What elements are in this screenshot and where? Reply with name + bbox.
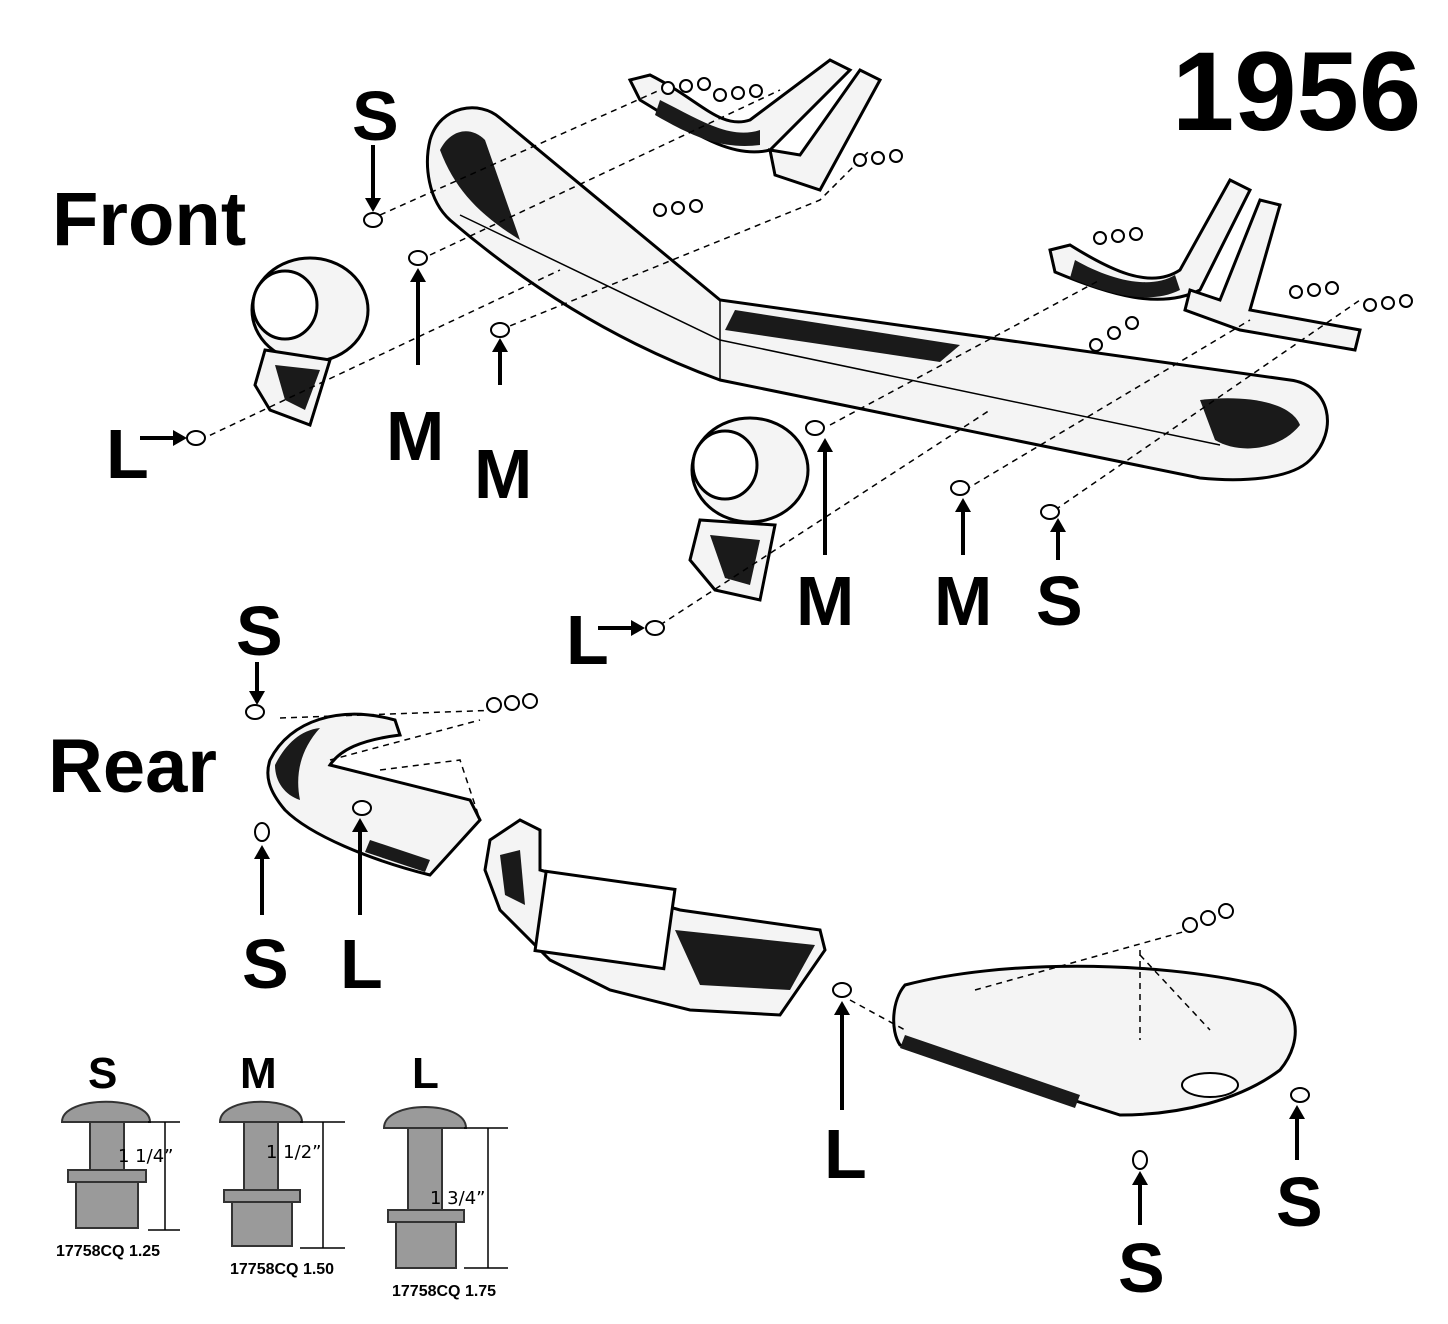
callout-front-l-mid: L <box>566 601 609 679</box>
callout-front-m-2: M <box>474 435 532 513</box>
bolt-s: S 1 1/4” 17758CQ 1.25 <box>56 1049 180 1260</box>
bolt-l-dimension: 1 3/4” <box>430 1188 485 1209</box>
rear-hardware <box>245 693 1310 1170</box>
rear-heading: Rear <box>48 724 217 809</box>
front-bracket-right <box>1048 178 1362 352</box>
callout-front-l-left: L <box>106 415 149 493</box>
callout-front-m-4: M <box>934 562 992 640</box>
callout-front-s-top: S <box>352 77 399 155</box>
rear-assembly-lines <box>279 709 1211 1040</box>
callout-rear-s-bottom: S <box>242 925 289 1003</box>
front-bracket-left <box>627 58 883 192</box>
callout-front-m-3: M <box>796 562 854 640</box>
bolt-l-part-number: 17758CQ 1.75 <box>392 1283 496 1300</box>
bolt-m-size: M <box>240 1049 277 1098</box>
front-heading: Front <box>52 177 246 262</box>
front-hardware <box>186 77 1413 636</box>
year-title: 1956 <box>1172 29 1421 154</box>
rear-bumper-left <box>266 712 482 877</box>
bolt-m-part-number: 17758CQ 1.50 <box>230 1261 334 1278</box>
callout-arrows <box>140 145 1305 1225</box>
rear-bumper-center <box>483 818 827 1017</box>
bolt-s-dimension: 1 1/4” <box>118 1146 173 1167</box>
callout-labels: S L M M L M M S S S L L S S <box>106 77 1323 1307</box>
bolt-l-size: L <box>412 1049 439 1098</box>
callout-front-m-1: M <box>386 397 444 475</box>
bolt-s-size: S <box>88 1049 117 1098</box>
callout-rear-s-top: S <box>236 592 283 670</box>
front-bumper <box>426 106 1329 482</box>
callout-rear-s-far: S <box>1276 1163 1323 1241</box>
bolt-l: L 1 3/4” 17758CQ 1.75 <box>382 1049 508 1300</box>
rear-bumper-right <box>892 964 1297 1117</box>
front-assembly-lines <box>199 89 1361 626</box>
bolt-legend: S 1 1/4” 17758CQ 1.25 M 1 1/2” 17758CQ 1… <box>56 1049 508 1300</box>
bolt-m: M 1 1/2” 17758CQ 1.50 <box>218 1049 345 1278</box>
callout-rear-s-low: S <box>1118 1229 1165 1307</box>
front-guard-right <box>688 416 810 602</box>
front-guard-left <box>250 256 370 427</box>
callout-front-s-right: S <box>1036 562 1083 640</box>
callout-rear-l-center: L <box>824 1115 867 1193</box>
bolt-m-dimension: 1 1/2” <box>266 1142 321 1163</box>
callout-rear-l-left: L <box>340 925 383 1003</box>
bolt-s-part-number: 17758CQ 1.25 <box>56 1243 160 1260</box>
